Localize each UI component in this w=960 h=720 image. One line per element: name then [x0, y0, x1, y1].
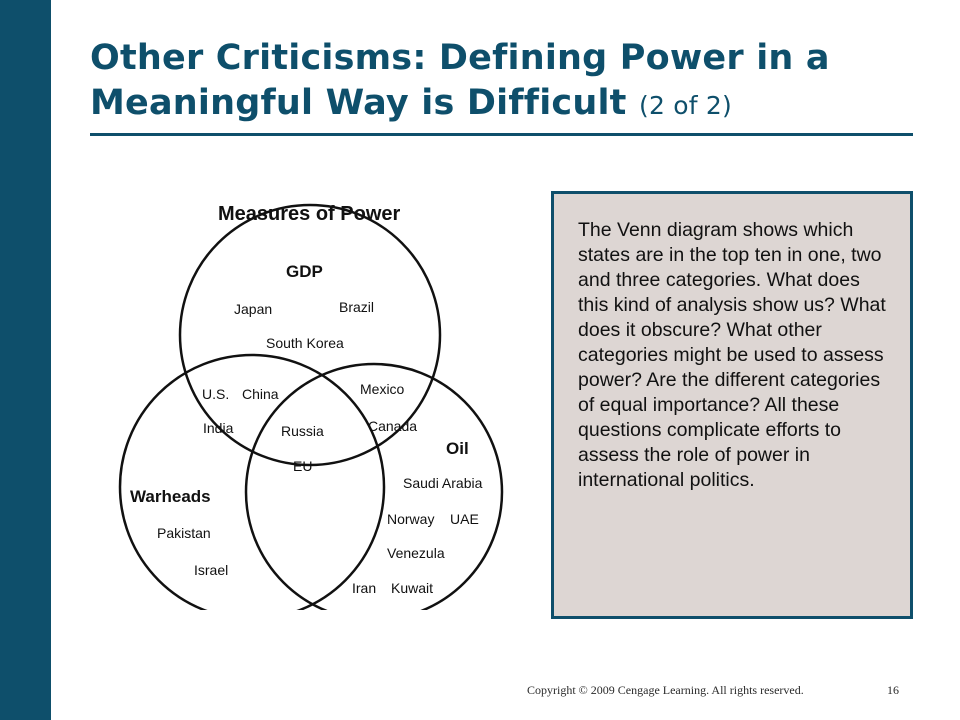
member-label: Norway [387, 511, 434, 527]
member-label: Japan [234, 301, 272, 317]
member-label: Mexico [360, 381, 405, 397]
slide-title: Other Criticisms: Defining Power in a Me… [90, 36, 930, 128]
member-label: Israel [194, 562, 228, 578]
copyright-notice: Copyright © 2009 Cengage Learning. All r… [527, 683, 804, 697]
member-label: Brazil [339, 299, 374, 315]
set-label-warheads: Warheads [130, 487, 211, 506]
member-label: Kuwait [391, 580, 433, 596]
member-label: Pakistan [157, 525, 211, 541]
title-underline [90, 133, 913, 136]
member-label: UAE [450, 511, 479, 527]
member-label: Canada [368, 418, 417, 434]
oil-circle [244, 362, 504, 610]
member-label: U.S. [202, 386, 229, 402]
member-label: EU [293, 458, 312, 474]
slide-title-text: Other Criticisms: Defining Power in a Me… [90, 38, 830, 123]
set-label-gdp: GDP [286, 262, 323, 281]
member-label: Venezula [387, 545, 445, 561]
slide-title-suffix: (2 of 2) [639, 91, 732, 120]
member-label: India [203, 420, 234, 436]
venn-svg: Measures of Power GDP Oil Warheads Japan… [118, 203, 504, 610]
callout-text: The Venn diagram shows which states are … [578, 219, 886, 491]
member-label: China [242, 386, 279, 402]
gdp-circle [178, 203, 442, 467]
diagram-heading: Measures of Power [218, 203, 401, 225]
discussion-callout: The Venn diagram shows which states are … [551, 191, 913, 619]
member-label: Iran [352, 580, 376, 596]
left-accent-bar [0, 0, 51, 720]
warheads-circle [118, 353, 386, 610]
set-label-oil: Oil [446, 439, 469, 458]
member-label: Saudi Arabia [403, 475, 483, 491]
venn-diagram: Measures of Power GDP Oil Warheads Japan… [110, 190, 510, 610]
member-label: South Korea [266, 335, 344, 351]
member-label: Russia [281, 423, 324, 439]
page-number: 16 [887, 683, 899, 697]
